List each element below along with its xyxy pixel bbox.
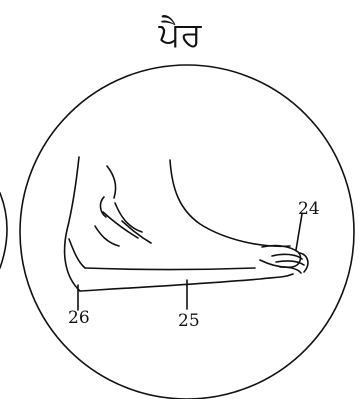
sole-inner-line [85,268,255,270]
adjacent-circle-edge [0,193,7,268]
leader-24 [296,214,302,250]
toe-1 [260,246,300,268]
toe-2 [272,254,302,259]
callout-24: 24 [298,201,320,218]
toe-tip [300,253,308,272]
heel-inner-line [69,239,85,268]
callout-25: 25 [178,313,200,330]
callout-26: 26 [68,310,90,327]
frame-circle [20,65,354,399]
instep-outline [170,160,290,246]
toe-4 [280,267,301,273]
heel-outline [65,157,80,291]
